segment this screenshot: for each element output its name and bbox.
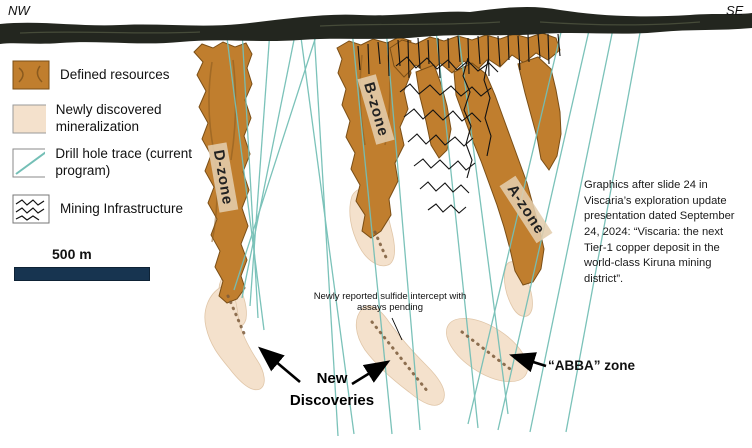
- legend-label: Drill hole trace (current program): [55, 146, 192, 178]
- defined-resources-swatch-icon: [12, 60, 50, 90]
- a-zone-main-spike: [453, 62, 545, 286]
- terrain-surface: [0, 6, 752, 44]
- legend-item-defined-resources: Defined resources: [12, 60, 227, 90]
- annotation-arrows: [258, 317, 547, 386]
- legend-label: Newly discovered mineralization: [55, 102, 162, 134]
- drill-hole-traces: [225, 21, 643, 437]
- legend-label: Mining Infrastructure: [60, 200, 184, 216]
- scale-bar: [14, 267, 150, 281]
- infrastructure-swatch-icon: [12, 194, 50, 224]
- orientation-se: SE: [726, 3, 744, 18]
- new-discovery-left-blob: [204, 286, 265, 391]
- legend-item-infrastructure: Mining Infrastructure: [12, 194, 227, 224]
- sulfide-intercept-note: Newly reported sulfide intercept with as…: [313, 291, 467, 314]
- drill-trace-swatch-icon: [12, 148, 46, 178]
- arrow-abba-zone: [509, 352, 547, 373]
- legend-item-new-mineralization: Newly discovered mineralization: [12, 102, 227, 136]
- source-caption: Graphics after slide 24 in Viscaria’s ex…: [584, 179, 735, 286]
- new-discovery-center-blob: [355, 305, 445, 406]
- arrow-new-discovery-left: [258, 346, 301, 383]
- scale-bar-label: 500 m: [52, 246, 92, 262]
- abba-zone-blob: [446, 317, 528, 383]
- a-zone-right-spike: [517, 56, 562, 171]
- drill-intercept-dots: [226, 230, 516, 394]
- new-mineralization-swatch-icon: [12, 104, 46, 134]
- abba-zone-label: “ABBA” zone: [548, 358, 635, 373]
- legend-item-drill-trace: Drill hole trace (current program): [12, 146, 227, 180]
- sulfide-leader-line: [391, 317, 403, 341]
- orientation-nw: NW: [8, 3, 30, 18]
- legend-label: Defined resources: [60, 66, 170, 82]
- new-discoveries-label: New Discoveries: [289, 370, 375, 409]
- mining-infrastructure: [357, 33, 561, 214]
- arrow-new-discovery-right: [351, 360, 391, 386]
- mid-spike: [415, 64, 452, 159]
